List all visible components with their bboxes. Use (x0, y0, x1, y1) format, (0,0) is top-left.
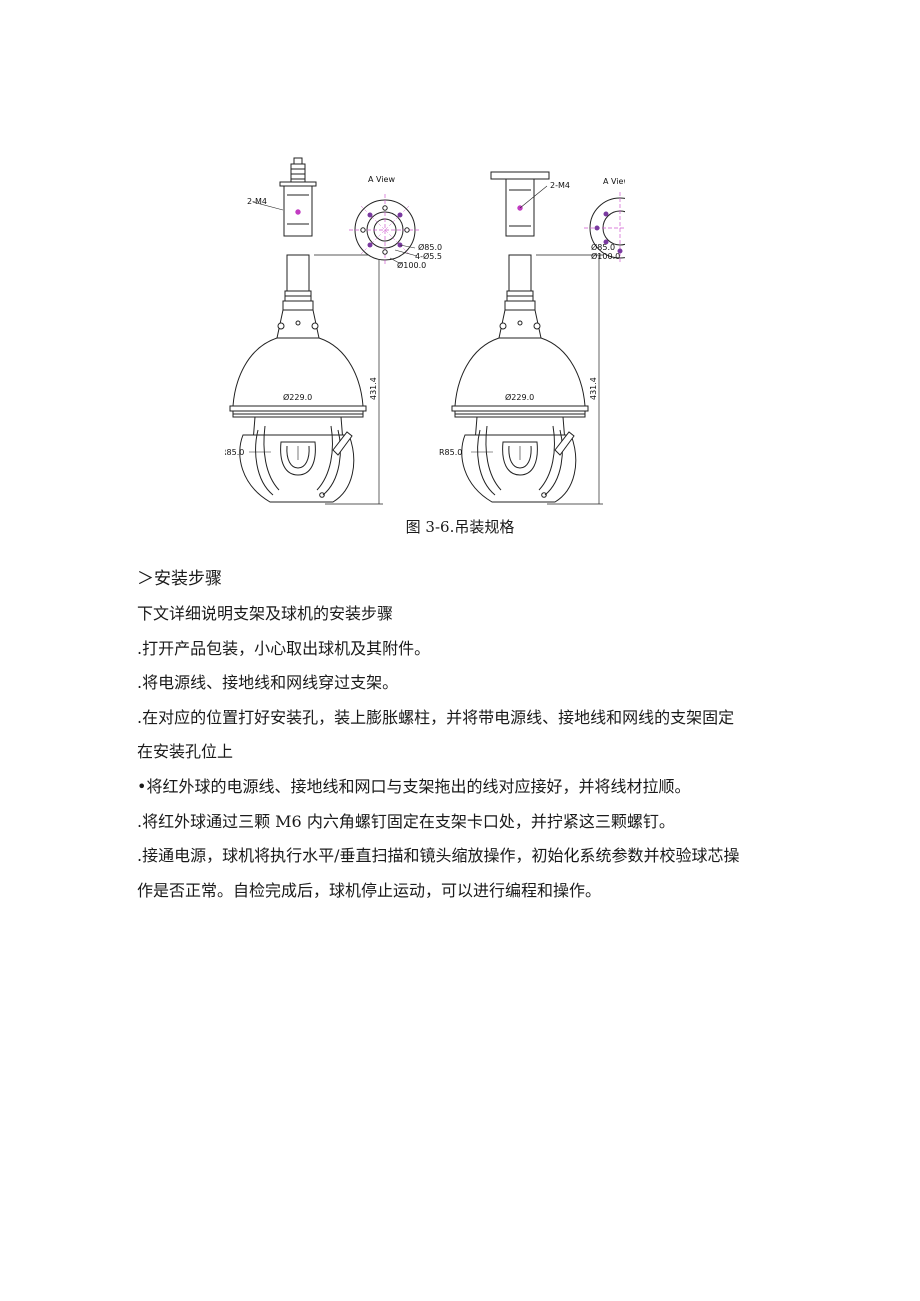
left-height-label: 431.4 (369, 377, 378, 400)
right-camera-drawing (451, 171, 603, 505)
left-dimension-labels: 2-M4 A View Ø85.0 4-Ø5.5 Ø100.0 Ø229.0 R… (225, 175, 442, 457)
right-mount-label: 2-M4 (550, 181, 570, 190)
step-line: .接通电源，球机将执行水平/垂直扫描和镜头缩放操作，初始化系统参数并校验球芯操 (137, 846, 740, 866)
right-height-label: 431.4 (589, 377, 598, 400)
left-camera-drawing (229, 157, 383, 505)
right-dimension-labels: 2-M4 A View Ø85.0 Ø100.0 Ø229.0 R85.0 43… (439, 177, 625, 457)
installation-steps: 下文详细说明支架及球机的安装步骤 .打开产品包装，小心取出球机及其附件。 .将电… (137, 597, 797, 908)
left-radius-label: R85.0 (225, 448, 244, 457)
step-line-continued: 作是否正常。自检完成后，球机停止运动，可以进行编程和操作。 (137, 880, 602, 900)
left-a-view-flange (252, 194, 421, 266)
right-hole3-label: Ø100.0 (591, 251, 620, 261)
left-hole1-label: Ø85.0 (418, 242, 442, 252)
step-line: .将电源线、接地线和网线穿过支架。 (137, 673, 399, 693)
right-a-view-label: A View (603, 177, 625, 186)
section-heading: ＞安装步骤 (137, 569, 222, 589)
right-a-view-flange (584, 192, 625, 264)
intro-line: 下文详细说明支架及球机的安装步骤 (137, 604, 394, 623)
right-hole1-label: Ø85.0 (591, 242, 615, 252)
left-diameter-label: Ø229.0 (283, 392, 312, 402)
left-hole2-label: 4-Ø5.5 (415, 251, 442, 261)
step-line-continued: 在安装孔位上 (137, 742, 234, 762)
step-line: .在对应的位置打好安装孔，装上膨胀螺柱，并将带电源线、接地线和网线的支架固定 (137, 707, 735, 727)
figure-caption: 图 3-6.吊装规格 (405, 518, 515, 536)
right-radius-label: R85.0 (439, 448, 462, 457)
left-a-view-label: A View (368, 175, 395, 184)
right-diameter-label: Ø229.0 (505, 392, 534, 402)
left-mount-label: 2-M4 (247, 197, 267, 206)
step-line: .打开产品包装，小心取出球机及其附件。 (137, 638, 431, 658)
left-hole3-label: Ø100.0 (397, 260, 426, 270)
hanging-mount-spec-figure: 2-M4 A View Ø85.0 4-Ø5.5 Ø100.0 Ø229.0 R… (225, 150, 625, 515)
step-line: •将红外球的电源线、接地线和网口与支架拖出的线对应接好，并将线材拉顺。 (137, 776, 691, 796)
step-line: .将红外球通过三颗 M6 内六角螺钉固定在支架卡口处，并拧紧这三颗螺钉。 (137, 811, 675, 831)
